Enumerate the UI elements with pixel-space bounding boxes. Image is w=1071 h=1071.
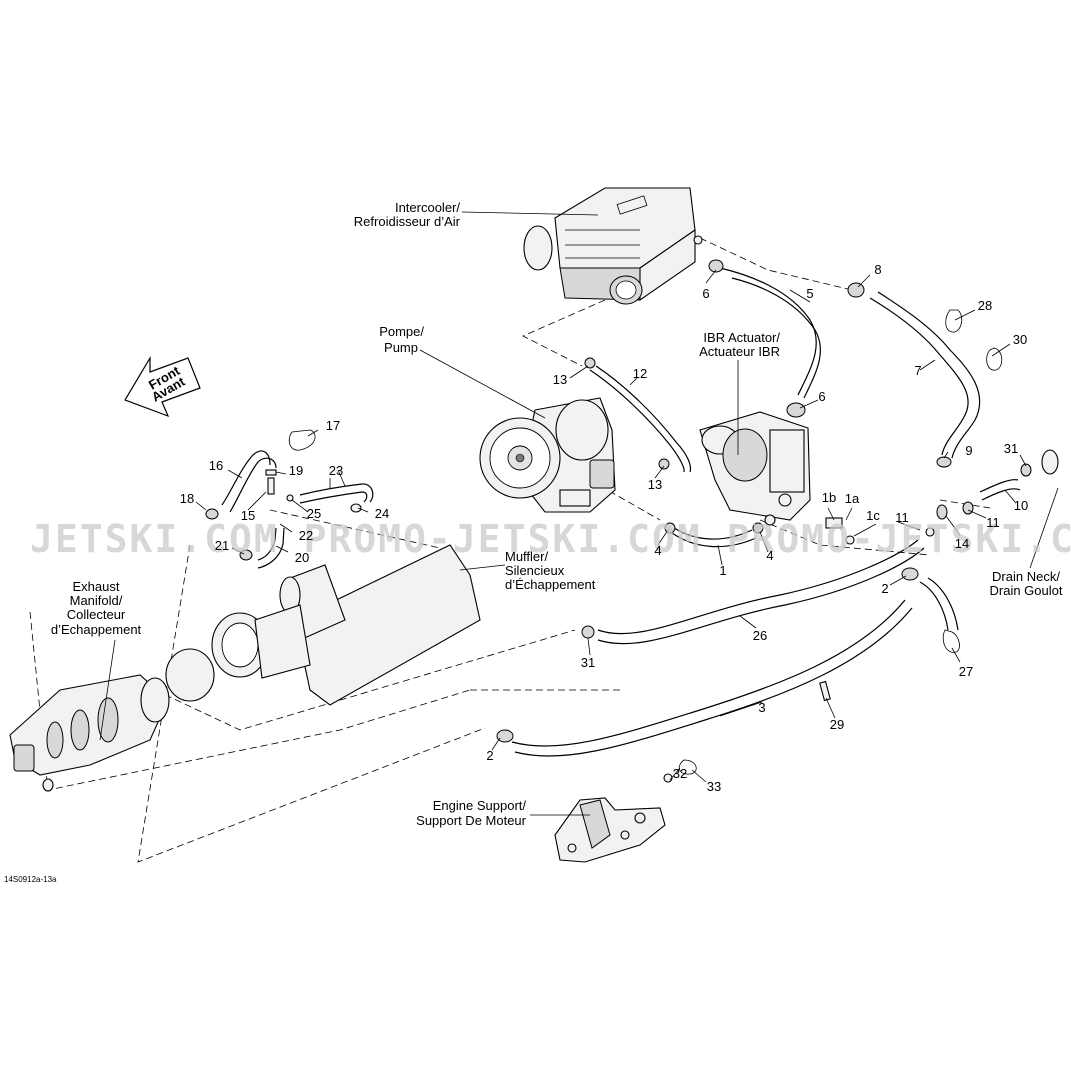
- callout-2-lower: 2: [486, 748, 493, 763]
- callout-21: 21: [215, 538, 229, 553]
- callout-18: 18: [180, 491, 194, 506]
- engine-support-label-1: Engine Support/: [433, 798, 527, 813]
- pump-label-1: Pompe/: [379, 324, 424, 339]
- exhaust-manifold-label-3: Collecteur: [67, 607, 126, 622]
- ibr-actuator-label-2: Actuateur IBR: [699, 344, 780, 359]
- exhaust-manifold-label-4: d’Echappement: [51, 622, 142, 637]
- intercooler-label-2: Refroidisseur d’Air: [354, 214, 461, 229]
- callout-13-lower: 13: [648, 477, 662, 492]
- muffler-label-2: Silencieux: [505, 563, 565, 578]
- callout-27: 27: [959, 664, 973, 679]
- callout-1a: 1a: [845, 491, 860, 506]
- exhaust-manifold-label-2: Manifold/: [70, 593, 123, 608]
- callout-2-upper: 2: [881, 581, 888, 596]
- callout-13-upper: 13: [553, 372, 567, 387]
- callout-31-right: 31: [1004, 441, 1018, 456]
- callout-1c: 1c: [866, 508, 880, 523]
- watermark: JETSKI.COM PROMO-JETSKI.COM PROMO-JETSKI…: [30, 517, 1071, 561]
- callout-1b: 1b: [822, 490, 836, 505]
- callout-11-left: 11: [895, 510, 909, 525]
- hoses: [221, 267, 1021, 757]
- leader-lines: [99, 211, 1059, 816]
- callout-24: 24: [375, 506, 389, 521]
- callout-29: 29: [830, 717, 844, 732]
- engine-support-label-2: Support De Moteur: [416, 813, 527, 828]
- callout-16: 16: [209, 458, 223, 473]
- callout-25: 25: [307, 506, 321, 521]
- callout-30: 30: [1013, 332, 1027, 347]
- callout-33: 33: [707, 779, 721, 794]
- callout-12: 12: [633, 366, 647, 381]
- callout-20: 20: [295, 550, 309, 565]
- callout-8: 8: [874, 262, 881, 277]
- drain-neck-label-1: Drain Neck/: [992, 569, 1060, 584]
- callout-1: 1: [719, 563, 726, 578]
- callout-10: 10: [1014, 498, 1028, 513]
- muffler-label-3: d’Échappement: [505, 577, 596, 592]
- callout-22: 22: [299, 528, 313, 543]
- pump-part: [479, 397, 616, 513]
- callout-11-right: 11: [986, 515, 1000, 530]
- callout-31-left: 31: [581, 655, 595, 670]
- muffler-part: [169, 544, 481, 706]
- front-arrow: Front Avant: [124, 355, 201, 418]
- exhaust-manifold-label-1: Exhaust: [73, 579, 120, 594]
- callout-5: 5: [806, 286, 813, 301]
- callout-23: 23: [329, 463, 343, 478]
- exhaust-manifold-part: [9, 674, 170, 792]
- callout-9: 9: [965, 443, 972, 458]
- ibr-actuator-part: [699, 411, 811, 526]
- part-labels: Intercooler/ Refroidisseur d’Air Pompe/ …: [4, 200, 1063, 884]
- ibr-actuator-label-1: IBR Actuator/: [703, 330, 780, 345]
- callout-3: 3: [758, 700, 765, 715]
- figure-code: 14S0912a-13a: [4, 875, 57, 884]
- callout-14: 14: [955, 536, 969, 551]
- drain-neck-label-2: Drain Goulot: [990, 583, 1063, 598]
- pump-label-2: Pump: [384, 340, 418, 355]
- small-fittings: [165, 259, 1059, 783]
- callout-7: 7: [914, 363, 921, 378]
- intercooler-part: [523, 187, 703, 305]
- callout-28: 28: [978, 298, 992, 313]
- muffler-label-1: Muffler/: [505, 549, 548, 564]
- callout-numbers: 1 1a 1b 1c 2 2 3 4 4 5 6 6 7 8 9 10 11 1…: [180, 262, 1028, 794]
- callout-15: 15: [241, 508, 255, 523]
- callout-4-right: 4: [766, 548, 773, 563]
- engine-support-part: [554, 797, 666, 863]
- callout-6-upper: 6: [702, 286, 709, 301]
- callout-4-left: 4: [654, 543, 661, 558]
- intercooler-label-1: Intercooler/: [395, 200, 460, 215]
- callout-26: 26: [753, 628, 767, 643]
- callout-6-lower: 6: [818, 389, 825, 404]
- callout-32: 32: [673, 766, 687, 781]
- callout-19: 19: [289, 463, 303, 478]
- callout-17: 17: [326, 418, 340, 433]
